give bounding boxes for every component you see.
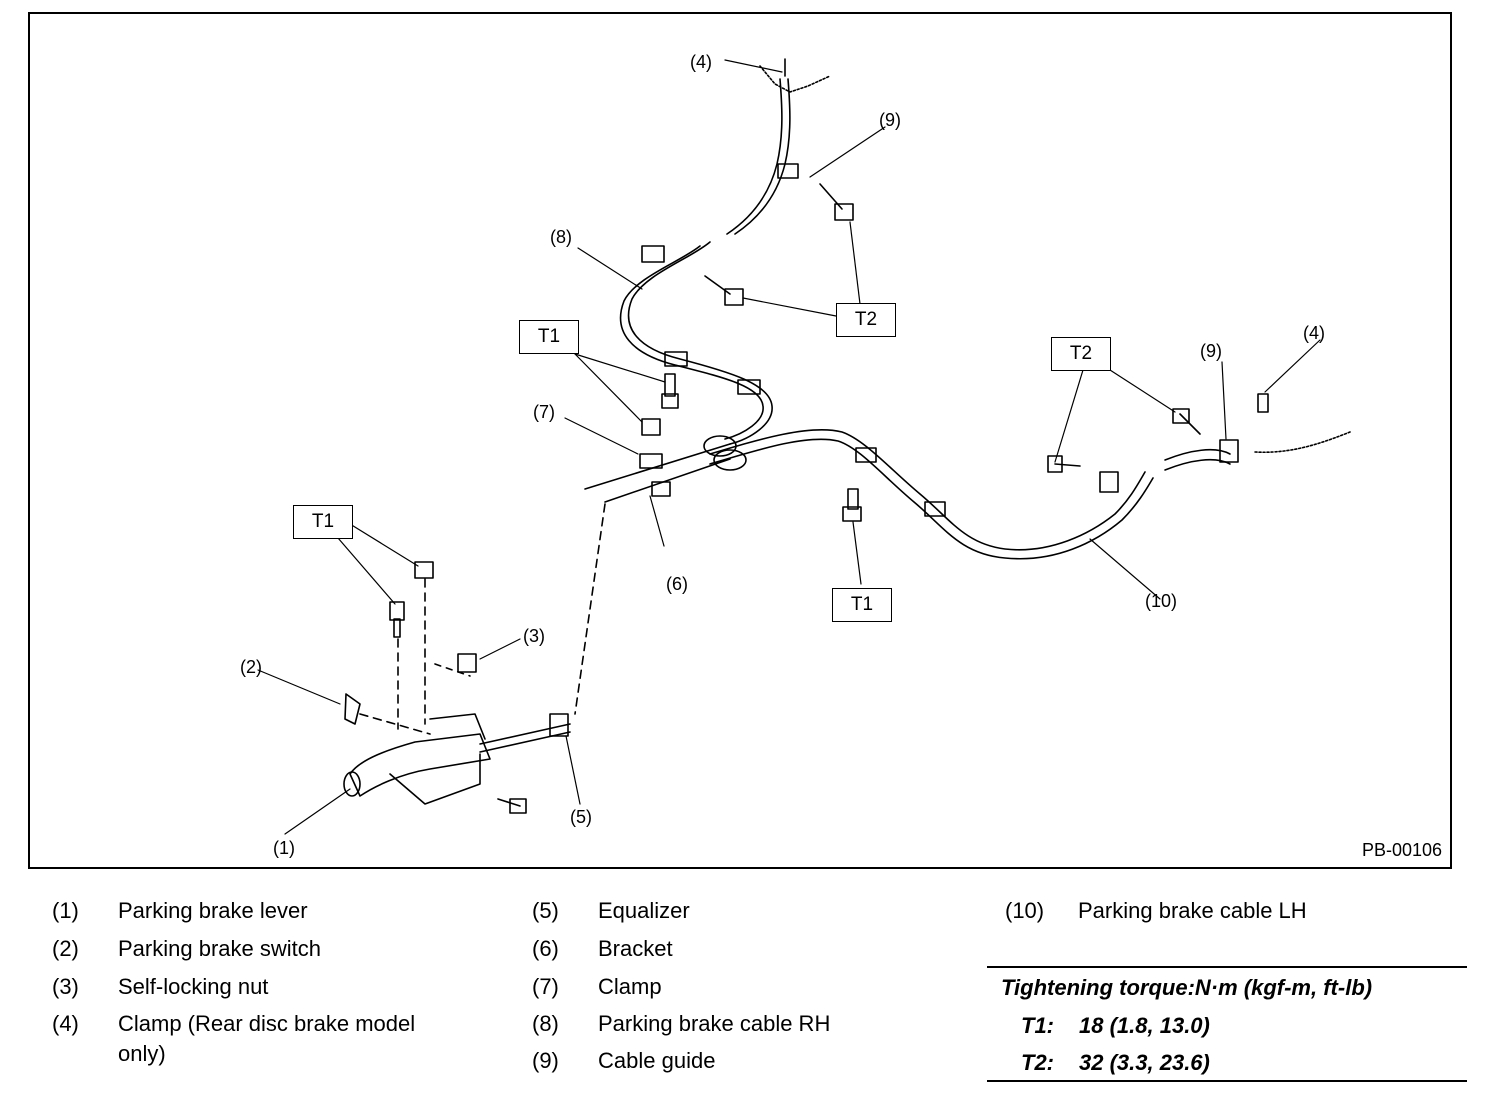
legend-number: (8) [532,1011,559,1036]
callout-6: (6) [666,574,688,594]
legend-text: Parking brake cable LH [1078,898,1307,923]
legend-text: Clamp [598,974,662,999]
parking-brake-cable-lh [709,393,1351,560]
torque-key-t2: T2: [1021,1050,1054,1075]
callout-9-top: (9) [879,110,901,130]
parts-diagram: (4) (9) (8) (7) (6) (10) (9) (4) (3) (2)… [28,12,1452,869]
torque-box-t1-bottom: T1 [832,588,892,622]
legend-number: (6) [532,936,559,961]
callout-5: (5) [570,807,592,827]
callout-4-top: (4) [690,52,712,72]
legend-text: Bracket [598,936,673,961]
torque-title: Tightening torque:N·m (kgf-m, ft-lb) [1001,975,1373,1000]
legend-number: (3) [52,974,79,999]
bolts [497,183,1201,814]
callout-4-right: (4) [1303,323,1325,343]
figure-id: PB-00106 [1361,840,1442,860]
torque-box-t1-left: T1 [293,505,353,539]
leader-lines [257,59,1321,835]
legend-number: (9) [532,1048,559,1073]
parking-brake-lever [343,561,571,805]
legend-number: (1) [52,898,79,923]
callout-1: (1) [273,838,295,858]
torque-value-t1: 18 (1.8, 13.0) [1079,1013,1210,1038]
legend-number: (4) [52,1011,79,1036]
legend-text-continued: only) [118,1041,166,1066]
legend-number: (2) [52,936,79,961]
callout-7: (7) [533,402,555,422]
callout-2: (2) [240,657,262,677]
equalizer-assembly [574,435,747,715]
legend-text: Self-locking nut [118,974,269,999]
torque-table: Tightening torque:N·m (kgf-m, ft-lb) T1:… [987,966,1467,1082]
torque-value-t2: 32 (3.3, 23.6) [1079,1050,1210,1075]
legend-number: (10) [1005,898,1045,923]
legend-number: (7) [532,974,559,999]
legend-text: Parking brake switch [118,936,321,961]
legend-column-3: (10) Parking brake cable LH [1005,898,1465,938]
callout-9-right: (9) [1200,341,1222,361]
parking-brake-cable-rh [619,58,831,445]
legend-column-2: (5) Equalizer (6) Bracket (7) Clamp (8) … [532,898,952,1078]
legend-number: (5) [532,898,559,923]
legend-text: Equalizer [598,898,690,923]
torque-box-t1-mid: T1 [519,320,579,354]
torque-box-t2-mid: T2 [836,303,896,337]
torque-box-t2-right: T2 [1051,337,1111,371]
legend-text: Cable guide [598,1048,716,1073]
diagram-drawing [257,58,1351,835]
legend-text: Parking brake cable RH [598,1011,831,1036]
callout-3: (3) [523,626,545,646]
legend-column-1: (1) Parking brake lever (2) Parking brak… [52,898,492,1078]
callout-8: (8) [550,227,572,247]
callout-10: (10) [1145,591,1178,611]
torque-key-t1: T1: [1021,1013,1054,1038]
legend-text: Parking brake lever [118,898,308,923]
legend-text: Clamp (Rear disc brake model [118,1011,416,1036]
